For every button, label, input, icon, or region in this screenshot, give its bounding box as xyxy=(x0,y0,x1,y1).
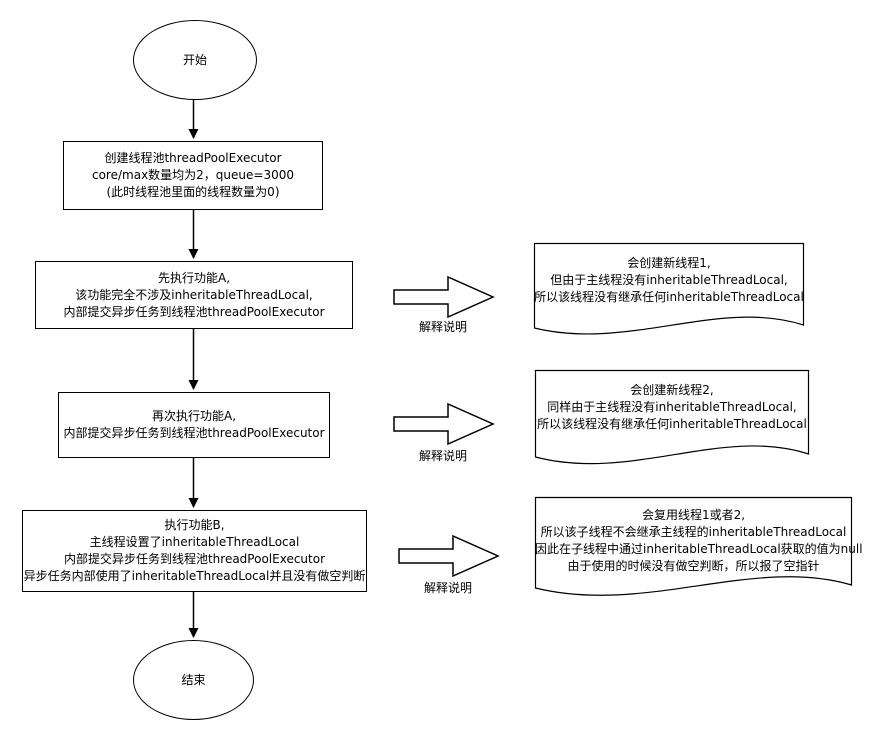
step-text-line: 异步任务内部使用了inheritableThreadLocal并且没有做空判断 xyxy=(23,569,366,583)
annotation-doc-thread1: 会创建新线程1, 但由于主线程没有inheritableThreadLocal,… xyxy=(533,242,805,340)
step-text-line: 内部提交异步任务到线程池threadPoolExecutor xyxy=(63,552,326,566)
explanation-arrow-label: 解释说明 xyxy=(423,581,472,595)
step-text-line: 内部提交异步任务到线程池threadPoolExecutor xyxy=(63,304,325,319)
step-text-line: 该功能完全不涉及inheritableThreadLocal, xyxy=(75,287,313,302)
annotation-doc-thread2: 会创建新线程2, 同样由于主线程没有inheritableThreadLocal… xyxy=(534,369,810,470)
annotation-text-line: 所以该线程没有继承任何inheritableThreadLocal xyxy=(534,290,804,304)
annotation-text-line: 但由于主线程没有inheritableThreadLocal, xyxy=(550,273,788,287)
process-create-threadpool: 创建线程池threadPoolExecutor core/max数量均为2，qu… xyxy=(63,141,323,210)
right-block-arrow-icon xyxy=(398,534,500,578)
annotation-text-line: 因此在子线程中通过inheritableThreadLocal获取的值为null xyxy=(535,542,863,556)
document-shape xyxy=(533,242,805,335)
explanation-arrow-label: 解释说明 xyxy=(418,449,467,463)
step-text-line: core/max数量均为2，queue=3000 xyxy=(91,168,294,182)
annotation-text-line: 同样由于主线程没有inheritableThreadLocal, xyxy=(547,400,797,414)
explanation-block-arrow xyxy=(393,402,495,450)
process-run-function-a-first: 先执行功能A, 该功能完全不涉及inheritableThreadLocal, … xyxy=(35,261,353,329)
step-text-line: 再次执行功能A, xyxy=(151,409,237,423)
annotation-text-line: 会创建新线程2, xyxy=(630,383,714,397)
annotation-text-line: 会复用线程1或者2, xyxy=(641,508,746,522)
document-shape xyxy=(534,496,853,596)
annotation-text-line: 所以该子线程不会继承主线程的inheritableThreadLocal xyxy=(540,525,847,539)
explanation-block-arrow xyxy=(393,275,495,323)
annotation-text-line: 所以该线程没有继承任何inheritableThreadLocal xyxy=(537,417,807,431)
step-text-line: 执行功能B, xyxy=(164,518,225,532)
step-text-line: 先执行功能A, xyxy=(157,270,231,285)
right-block-arrow-icon xyxy=(393,402,495,446)
explanation-block-arrow xyxy=(398,534,500,582)
right-block-arrow-icon xyxy=(393,275,495,319)
step-text-line: (此时线程池里面的线程数量为0) xyxy=(106,185,280,199)
annotation-doc-thread-reuse: 会复用线程1或者2, 所以该子线程不会继承主线程的inheritableThre… xyxy=(534,496,863,602)
annotation-text-line: 由于使用的时候没有做空判断，所以报了空指针 xyxy=(567,559,820,573)
explanation-arrow-label: 解释说明 xyxy=(418,320,467,334)
start-label: 开始 xyxy=(182,52,207,67)
document-shape xyxy=(534,369,810,465)
start-node: 开始 xyxy=(133,20,257,100)
process-run-function-b: 执行功能B, 主线程设置了inheritableThreadLocal 内部提交… xyxy=(22,510,367,592)
step-text-line: 创建线程池threadPoolExecutor xyxy=(104,151,282,165)
end-label: 结束 xyxy=(181,672,206,687)
step-text-line: 主线程设置了inheritableThreadLocal xyxy=(89,535,300,549)
process-run-function-a-again: 再次执行功能A, 内部提交异步任务到线程池threadPoolExecutor xyxy=(58,392,330,458)
annotation-text-line: 会创建新线程1, xyxy=(627,256,711,270)
step-text-line: 内部提交异步任务到线程池threadPoolExecutor xyxy=(63,426,325,440)
end-node: 结束 xyxy=(133,640,254,720)
